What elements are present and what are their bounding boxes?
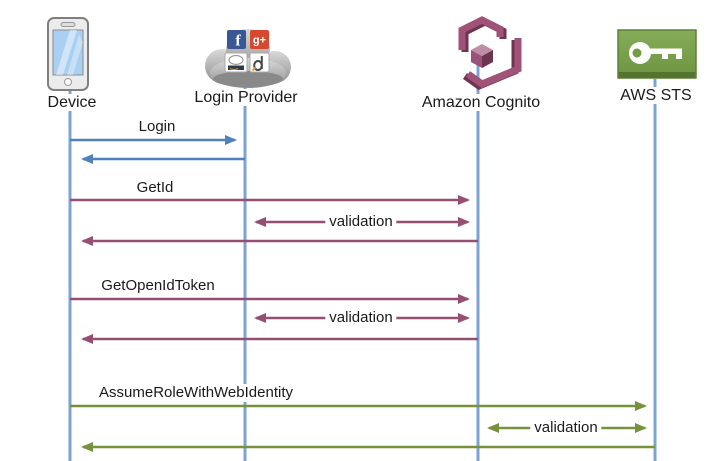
cognito-cube-frame <box>458 16 522 90</box>
message-label-assumerole: AssumeRoleWithWebIdentity <box>95 384 297 402</box>
smartphone-icon <box>47 17 89 91</box>
actor-label-aws-sts: AWS STS <box>616 87 696 104</box>
amazon-cognito-icon <box>458 16 522 90</box>
message-label-validation-3: validation <box>530 419 602 437</box>
sts-plate-bottom-edge <box>618 72 696 78</box>
google-plus-glyph: g+ <box>253 35 266 47</box>
message-label-validation-1: validation <box>325 213 397 231</box>
facebook-glyph: f <box>235 33 241 50</box>
phone-speaker <box>60 22 76 27</box>
actor-label-device: Device <box>43 94 101 111</box>
message-label-getid: GetId <box>132 179 178 197</box>
phone-home-button <box>64 78 72 86</box>
message-label-getopenidtoken: GetOpenIdToken <box>97 277 219 295</box>
facebook-icon: f <box>227 30 246 50</box>
cognito-messages <box>70 195 478 344</box>
cloud-shape <box>205 29 291 88</box>
key-shape <box>629 42 682 64</box>
openid-icon <box>249 52 270 73</box>
actor-label-login-provider: Login Provider <box>190 89 302 106</box>
screen-glare <box>56 30 77 75</box>
message-label-login: Login <box>134 118 180 136</box>
login-with-amazon-icon <box>224 52 248 73</box>
screen-glare-2 <box>67 35 83 75</box>
phone-screen <box>52 29 84 76</box>
google-plus-icon: g+ <box>250 30 269 49</box>
message-label-validation-2: validation <box>325 309 397 327</box>
login-provider-cloud-icon: f g+ <box>205 29 291 88</box>
aws-sts-key-icon <box>617 29 697 79</box>
login-messages <box>70 135 245 164</box>
cognito-center-cube <box>471 44 493 68</box>
actor-label-amazon-cognito: Amazon Cognito <box>417 94 545 111</box>
